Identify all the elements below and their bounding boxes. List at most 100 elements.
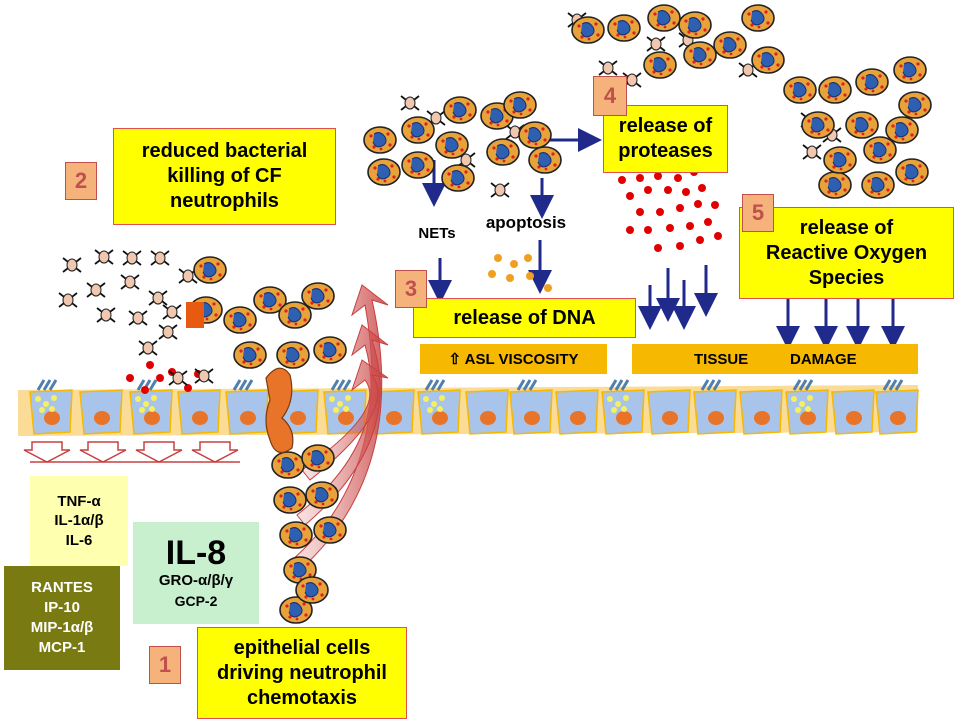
bacterium [400, 95, 420, 111]
neutrophil [885, 116, 919, 144]
granule [623, 395, 629, 401]
neutrophil [301, 444, 335, 472]
neutrophil [818, 76, 852, 104]
epithelium [18, 379, 919, 436]
il8-gcp2: GCP-2 [174, 592, 218, 609]
granule [439, 395, 445, 401]
neutrophil [193, 256, 227, 284]
cilium [430, 379, 440, 391]
neutrophil [855, 68, 889, 96]
granule [795, 407, 801, 413]
neutrophil [443, 96, 477, 124]
granule [807, 395, 813, 401]
epithelial-cell [875, 379, 919, 435]
neutrophil [607, 14, 641, 42]
granule [49, 406, 55, 412]
neutrophil [367, 158, 401, 186]
nucleus [144, 411, 160, 425]
protease-droplet [666, 224, 674, 232]
protease-droplet [696, 236, 704, 244]
neutrophil [518, 121, 552, 149]
granule [345, 395, 351, 401]
step-4-number: 4 [593, 76, 627, 116]
nucleus [192, 411, 208, 425]
cilium [424, 379, 434, 391]
step-1-number: 1 [149, 646, 181, 684]
neutrophil [301, 282, 335, 310]
red-droplet [156, 374, 164, 382]
cilium [888, 379, 898, 391]
red-droplet [146, 361, 154, 369]
granule [333, 407, 339, 413]
bacterium [162, 304, 182, 320]
protease-droplet [636, 208, 644, 216]
bacterium [122, 250, 142, 266]
neutrophil [801, 111, 835, 139]
cilium [516, 379, 526, 391]
epithelial-cell [177, 389, 221, 435]
protease-droplet [654, 244, 662, 252]
tissue-text: TISSUE [694, 350, 749, 368]
protease-droplet [714, 232, 722, 240]
asl-viscosity-text: ⇧ ASL VISCOSITY [448, 351, 579, 368]
neutrophil [647, 4, 681, 32]
cilium [232, 379, 242, 391]
protease-droplet [644, 186, 652, 194]
protease-droplet [711, 201, 719, 209]
nucleus [708, 411, 724, 425]
nucleus [432, 411, 448, 425]
nucleus [290, 411, 306, 425]
granule [143, 401, 149, 407]
cytokine-release-arrows [23, 441, 240, 463]
neutrophil [893, 56, 927, 84]
neutrophil [401, 116, 435, 144]
cilium [48, 379, 58, 391]
neutrophil [503, 91, 537, 119]
neutrophil [279, 521, 313, 549]
cilium [706, 379, 716, 391]
neutrophil [305, 481, 339, 509]
neutrophil [278, 301, 312, 329]
cilium [792, 379, 802, 391]
granule [51, 395, 57, 401]
protease-droplet [694, 200, 702, 208]
granule [431, 401, 437, 407]
neutrophil [898, 91, 932, 119]
epithelial-cell [29, 379, 73, 435]
granule [343, 406, 349, 412]
red-droplet [184, 384, 192, 392]
dna-fragments [488, 254, 552, 292]
neutrophil [273, 486, 307, 514]
epithelial-cell [417, 379, 461, 435]
nucleus [846, 411, 862, 425]
granule [621, 406, 627, 412]
cilium [614, 379, 624, 391]
granule [427, 407, 433, 413]
granule [611, 407, 617, 413]
epithelial-cell [831, 389, 875, 435]
step-5-box: release of Reactive Oxygen Species [739, 207, 954, 299]
protease-droplet [664, 186, 672, 194]
nucleus [570, 411, 586, 425]
neutrophil [313, 336, 347, 364]
neutrophil [435, 131, 469, 159]
nucleus [338, 411, 354, 425]
neutrophil [486, 138, 520, 166]
granule [437, 406, 443, 412]
cilium [336, 379, 346, 391]
cilium [700, 379, 710, 391]
epithelial-cell [225, 379, 269, 435]
protease-droplet [704, 218, 712, 226]
red-droplet [126, 374, 134, 382]
neutrophil [401, 151, 435, 179]
granule [799, 401, 805, 407]
bacterium [150, 250, 170, 266]
protease-droplet [656, 208, 664, 216]
bacterium [96, 307, 116, 323]
neutrophil [441, 164, 475, 192]
neutrophil [313, 516, 347, 544]
cilium [436, 379, 446, 391]
neutrophil [528, 146, 562, 174]
protease-droplet [618, 176, 626, 184]
cilium [798, 379, 808, 391]
